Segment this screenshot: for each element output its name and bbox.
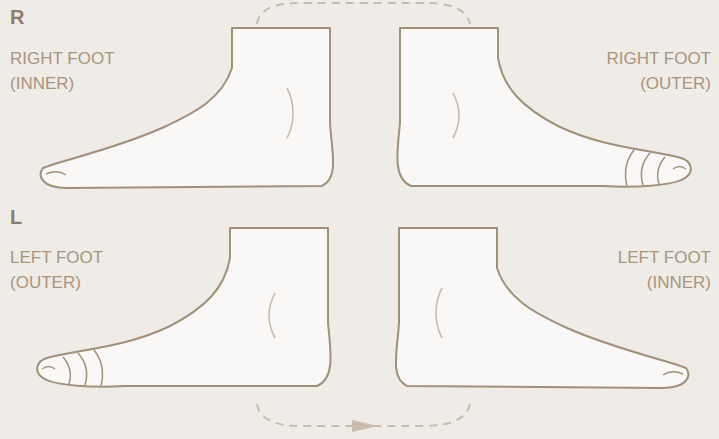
side-letter: L	[10, 203, 22, 232]
view-label: LEFT FOOT (INNER)	[586, 246, 711, 295]
view-label: LEFT FOOT (OUTER)	[10, 246, 135, 295]
view-label: RIGHT FOOT (OUTER)	[586, 47, 711, 96]
view-label: RIGHT FOOT (INNER)	[10, 47, 135, 96]
side-letter: R	[10, 3, 24, 32]
arrow-head	[352, 420, 378, 432]
rotation-arrow	[257, 3, 470, 24]
